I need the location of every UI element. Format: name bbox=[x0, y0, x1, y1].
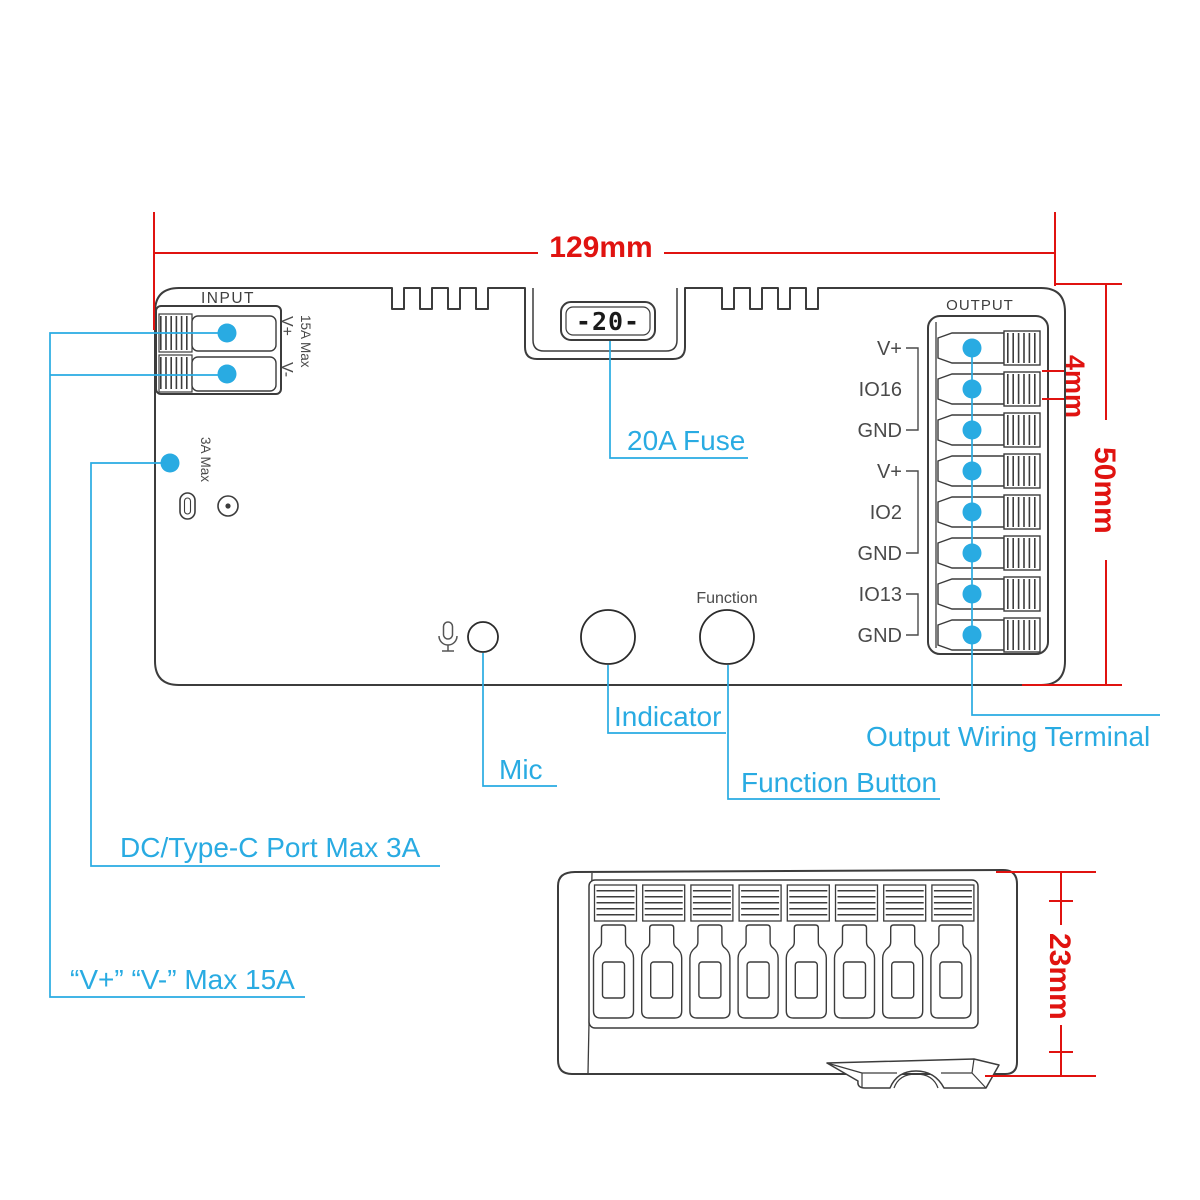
dimension-4mm: 4mm bbox=[1042, 355, 1090, 418]
pin-label: GND bbox=[858, 420, 902, 442]
device-bottom-view bbox=[557, 868, 1018, 1089]
indicator-callout: Indicator bbox=[614, 701, 721, 732]
output-terminal-callout: Output Wiring Terminal bbox=[866, 721, 1150, 752]
input-terminal-block bbox=[155, 305, 282, 395]
output-terminal-block bbox=[928, 315, 1048, 654]
device-body-outline bbox=[154, 287, 1066, 686]
fuse-display-value: -20- bbox=[576, 307, 640, 336]
function-button-callout: Function Button bbox=[741, 767, 937, 798]
input-v-plus-point bbox=[217, 323, 237, 343]
mic-leader-line bbox=[482, 653, 557, 787]
dc-port-leader-line bbox=[90, 462, 440, 867]
input-v-plus-marking: V+ bbox=[278, 316, 295, 336]
dc-jack-icon bbox=[217, 495, 239, 517]
pin-label: GND bbox=[858, 625, 902, 647]
callout-leaders bbox=[49, 332, 1160, 998]
output-label: OUTPUT bbox=[946, 297, 1014, 314]
output-pin-labels: V+ IO16 GND V+ IO2 GND IO13 GND bbox=[858, 338, 902, 647]
fuse-display: -20- bbox=[560, 301, 656, 341]
output-terminal-points bbox=[962, 338, 982, 645]
dim-height-label: 50mm bbox=[1088, 447, 1121, 534]
mic-hole bbox=[467, 621, 499, 653]
pin-label: GND bbox=[858, 543, 902, 565]
dim-width-label: 129mm bbox=[549, 231, 652, 264]
input-power-leader-line bbox=[49, 332, 305, 998]
pin-label: IO16 bbox=[859, 379, 902, 401]
dc-max-current-marking: 3A Max bbox=[198, 437, 213, 482]
function-button-label: Function bbox=[696, 590, 757, 607]
pin-label: IO2 bbox=[870, 502, 902, 524]
indicator-leader-line bbox=[607, 665, 726, 734]
input-max-current-marking: 15A Max bbox=[298, 315, 313, 368]
indicator-led bbox=[580, 609, 636, 665]
bottom-terminal-area bbox=[588, 879, 979, 1029]
input-v-minus-marking: V- bbox=[278, 362, 295, 377]
function-button-leader-line bbox=[727, 665, 940, 800]
mic-callout: Mic bbox=[499, 754, 543, 785]
fuse-leader-line bbox=[609, 341, 748, 459]
input-label: INPUT bbox=[201, 290, 255, 307]
pin-group-brackets bbox=[906, 347, 919, 636]
microphone-icon bbox=[438, 621, 458, 652]
dc-port-point bbox=[160, 453, 180, 473]
input-v-minus-point bbox=[217, 364, 237, 384]
bottom-body-outline bbox=[557, 868, 1018, 1075]
dim-depth-label: 23mm bbox=[1043, 933, 1076, 1020]
pin-label: V+ bbox=[877, 338, 902, 360]
mounting-foot bbox=[826, 1058, 1000, 1089]
dc-port-callout: DC/Type-C Port Max 3A bbox=[120, 832, 421, 863]
dimension-23mm: 23mm bbox=[985, 871, 1096, 1077]
input-power-callout: “V+” “V-” Max 15A bbox=[70, 964, 295, 995]
fuse-holder-inner-line bbox=[532, 288, 678, 352]
pin-label: IO13 bbox=[859, 584, 902, 606]
usb-c-port-icon bbox=[179, 492, 196, 520]
dimension-50mm: 50mm bbox=[1022, 283, 1122, 686]
dim-pitch-label: 4mm bbox=[1060, 355, 1090, 418]
fuse-callout: 20A Fuse bbox=[627, 425, 745, 456]
pin-label: V+ bbox=[877, 461, 902, 483]
callout-texts: 20A Fuse Mic Indicator Function Button O… bbox=[70, 425, 1150, 995]
dimension-129mm: 129mm bbox=[153, 212, 1056, 330]
function-button[interactable] bbox=[699, 609, 755, 665]
